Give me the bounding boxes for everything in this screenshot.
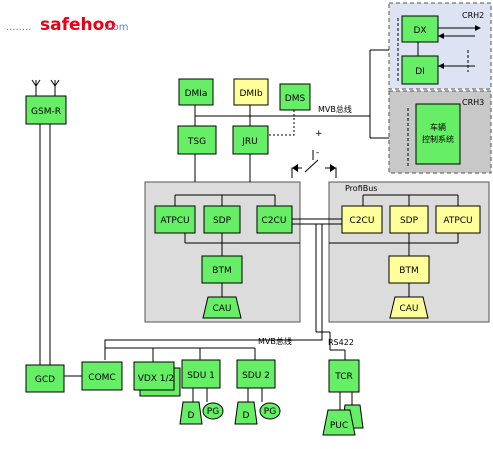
vehicle-control-label-1: 车辆: [430, 122, 446, 132]
sdu2-label: SDU 2: [242, 371, 270, 381]
tcr-label: TCR: [334, 372, 353, 382]
jru-box: [232, 125, 269, 155]
d2-label: D: [243, 411, 250, 421]
dx-label: DX: [413, 26, 426, 36]
btm-left-box: [201, 255, 243, 284]
sdu1-label: SDU 1: [187, 371, 215, 381]
sdu2-box: [236, 359, 276, 389]
cau-left-shape: [202, 296, 242, 319]
cau-right-label: CAU: [399, 304, 418, 314]
tsg-label: TSG: [187, 137, 206, 147]
dmia-box: [178, 78, 214, 106]
dms-box: [279, 83, 311, 111]
d1-label: D: [188, 411, 195, 421]
crh2-label: CRH2: [462, 11, 484, 20]
cau-left-label: CAU: [212, 304, 231, 314]
di-label: DI: [415, 67, 425, 77]
gsmr-box: [25, 95, 67, 125]
switch-plus-label: +: [315, 129, 323, 139]
bus-lines: [31, 27, 475, 410]
crh3-label: CRH3: [462, 98, 484, 107]
atpcu-right-label: ATPCU: [443, 216, 472, 226]
gcd-label: GCD: [35, 375, 55, 385]
vdx-box: [133, 361, 175, 391]
d2-shape: [234, 401, 258, 425]
sdp-left-label: SDP: [213, 216, 232, 226]
gsmr-label: GSM-R: [31, 107, 61, 117]
pg2-shape: [259, 402, 281, 420]
atpcu-left-label: ATPCU: [160, 216, 189, 226]
puc-label: PUC: [330, 421, 348, 431]
dmib-box: [233, 78, 269, 106]
rs422-label: RS422: [328, 338, 354, 347]
logo-text: safehoo: [40, 15, 116, 35]
safehoo-logo: ........ safehoo .com: [6, 15, 129, 35]
sdp-left-box: [203, 205, 241, 234]
gcd-box: [25, 364, 65, 393]
jru-label: JRU: [241, 137, 258, 147]
arrowheads: [292, 25, 481, 172]
atpcu-left-box: [154, 205, 196, 234]
profibus-label: ProfiBus: [345, 184, 377, 193]
c2cu-right-label: C2CU: [350, 216, 375, 226]
pg1-shape: [202, 402, 224, 420]
di-box: [401, 55, 439, 85]
dmia-label: DMIa: [185, 89, 208, 99]
comc-label: COMC: [88, 373, 115, 383]
vehicle-control-label-2: 控制系统: [422, 134, 454, 144]
sdp-right-label: SDP: [400, 216, 419, 226]
btm-left-label: BTM: [212, 266, 231, 276]
sdp-right-box: [389, 205, 429, 234]
btm-right-box: [388, 255, 430, 284]
puc-shape: [322, 409, 356, 436]
logo-suffix: .com: [104, 22, 129, 33]
dms-label: DMS: [285, 94, 306, 104]
d1-shape: [179, 401, 203, 425]
dx-box: [401, 15, 439, 43]
vdx-label: VDX 1/2: [138, 374, 175, 384]
comc-box: [81, 361, 123, 391]
c2cu-left-box: [256, 205, 293, 234]
mvb-top-label: MVB总线: [318, 104, 352, 114]
vehicle-control-box: [415, 103, 461, 165]
atpcu-right-box: [435, 205, 481, 234]
switch-minus-label: -: [316, 148, 319, 158]
dmib-label: DMIb: [239, 89, 262, 99]
btm-right-label: BTM: [399, 266, 418, 276]
tcr-box: [328, 359, 360, 393]
tsg-box: [177, 125, 217, 155]
c2cu-right-box: [341, 205, 383, 234]
box-labels: GSM-R DMIa DMIb DMS TSG JRU DX DI 车辆 控制系…: [31, 26, 473, 431]
c2cu-left-label: C2CU: [262, 216, 287, 226]
component-boxes: [25, 15, 481, 436]
cau-right-shape: [389, 296, 429, 319]
mvb-bottom-label: MVB总线: [258, 336, 292, 346]
sdu1-box: [181, 359, 221, 389]
pg2-label: PG: [264, 407, 276, 417]
pg1-label: PG: [207, 407, 219, 417]
logo-prefix: ........: [6, 22, 31, 33]
